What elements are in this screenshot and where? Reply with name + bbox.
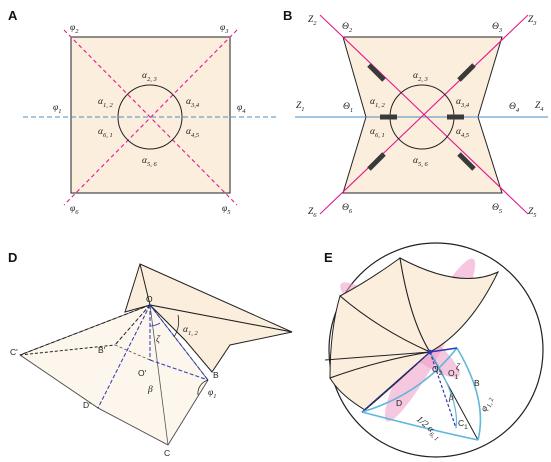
panel-a-phi1: φ1 xyxy=(53,103,62,115)
panel-b-z2: Z2 xyxy=(308,15,317,27)
panel-e-tile-lower-left xyxy=(329,351,432,411)
panel-a-alpha34: α3,4 xyxy=(186,97,200,109)
panel-e-segment-c xyxy=(429,351,457,429)
panel-a-phi6: φ6 xyxy=(70,204,79,216)
panel-e-arc-c xyxy=(361,411,479,441)
panel-b-label: B xyxy=(283,8,292,23)
panel-b-theta3: Θ3 xyxy=(492,22,503,34)
panel-d-edge-c-d xyxy=(19,354,99,409)
panel-b-theta2: Θ2 xyxy=(342,22,353,34)
panel-d-dash-o-b xyxy=(149,304,209,381)
panel-d-point-o-prime: O' xyxy=(138,368,147,378)
panel-a-alpha56: α5, 6 xyxy=(142,156,158,168)
panel-d-alpha12: α1, 2 xyxy=(183,325,199,337)
panel-b-z5: Z5 xyxy=(528,207,537,219)
panel-b-alpha56: α5, 6 xyxy=(413,156,429,168)
panel-b-bar-upper-right xyxy=(457,63,476,82)
panel-d-dash-o-prime-b xyxy=(149,359,209,381)
panel-b-bar-lower-right xyxy=(457,152,476,171)
panel-e-tile-right xyxy=(399,257,500,353)
panel-d-label: D xyxy=(8,250,17,265)
panel-b-alpha61: α6, 1 xyxy=(370,127,385,139)
panel-b-alpha12: α1, 2 xyxy=(370,97,386,109)
panel-d-upper-edge xyxy=(139,263,151,306)
panel-b-z1: Z1 xyxy=(296,101,305,113)
panel-e-zeta: ζ xyxy=(456,362,461,373)
panel-e-arc-inner xyxy=(429,351,458,429)
panel-e-segment-o xyxy=(429,347,458,353)
panel-d-phi1: φ1 xyxy=(208,388,217,400)
panel-d-point-c-prime: C' xyxy=(10,347,18,357)
panel-a-phi3: φ3 xyxy=(220,23,229,35)
panel-d-point-o: O xyxy=(146,294,153,304)
panel-b-alpha23: α2, 3 xyxy=(413,71,429,83)
panel-a-alpha12: α1, 2 xyxy=(98,97,114,109)
panel-e: E O2 O1 B D C1 ζ β φ1, 2 1/2 α6, 1 xyxy=(324,242,544,458)
panel-b-bar-upper-left xyxy=(367,63,386,82)
panel-e-label: E xyxy=(324,250,333,265)
panel-b-z6: Z6 xyxy=(308,207,317,219)
panel-e-point-c1: C1 xyxy=(458,418,468,431)
panel-d-beta: β xyxy=(147,385,153,395)
panel-d-edge-o-c xyxy=(149,304,169,446)
panel-e-phi12: φ1, 2 xyxy=(479,395,495,414)
panel-d-dash-o-c-prime xyxy=(19,304,151,356)
panel-a-circle xyxy=(117,84,183,150)
panel-e-beta: β xyxy=(448,393,454,403)
panel-d-point-d-prime: D' xyxy=(83,400,91,410)
panel-a-axis-phi3-phi6 xyxy=(63,29,238,206)
panel-d-edge-b-c xyxy=(167,379,209,446)
panel-e-arc-b xyxy=(456,347,482,441)
panel-e-segment-d xyxy=(361,351,431,413)
panel-d-dash-b-prime-c-prime xyxy=(19,344,116,356)
panel-d-zeta-arc xyxy=(149,322,161,327)
panel-d-edge-d-c xyxy=(97,407,169,446)
panel-a: A φ2 φ3 φ1 φ4 φ6 φ5 α2, 3 α1, 2 α3,4 α6,… xyxy=(8,8,278,216)
panel-a-phi4: φ4 xyxy=(237,103,246,115)
panel-d-point-c: C xyxy=(164,448,170,458)
panel-a-alpha61: α6, 1 xyxy=(98,127,113,139)
panel-b-z3: Z3 xyxy=(528,15,537,27)
panel-a-alpha45: α4,5 xyxy=(186,127,200,139)
panel-b-alpha34: α3,4 xyxy=(456,97,470,109)
panel-d-point-b-prime: B' xyxy=(98,345,106,355)
panel-e-point-d: D xyxy=(396,398,402,408)
panel-d-phi-arc xyxy=(197,379,209,396)
panel-b-theta4: Θ4 xyxy=(509,102,520,114)
panel-e-edge-1 xyxy=(324,351,431,361)
panel-b-alpha45: α4,5 xyxy=(456,127,470,139)
panel-b-z4: Z4 xyxy=(535,101,544,113)
panel-d: D O B' C' O' D' B C ζ β α1, 2 φ1 xyxy=(8,250,293,458)
panel-a-phi2: φ2 xyxy=(70,23,79,35)
panel-e-center-point xyxy=(427,349,433,355)
panel-a-alpha23: α2, 3 xyxy=(142,71,158,83)
panel-a-axis-phi2-phi5 xyxy=(63,29,238,206)
panel-b-theta6: Θ6 xyxy=(342,203,353,215)
panel-b-theta1: Θ1 xyxy=(343,102,353,114)
panel-b-bar-lower-left xyxy=(367,152,386,171)
panel-d-point-b: B xyxy=(213,370,219,380)
panel-e-point-o2: O2 xyxy=(432,364,443,377)
panel-e-point-o1: O1 xyxy=(448,368,459,381)
panel-d-right-flap xyxy=(148,304,293,373)
panel-d-dash-o-d-prime xyxy=(97,304,151,409)
panel-d-alpha-arc xyxy=(173,314,179,338)
panel-b-axis-z3-z6 xyxy=(319,14,529,215)
panel-d-dash-b-prime-o-prime xyxy=(114,344,151,361)
panel-b: B Z2 Z3 Z1 Z4 Z6 Z5 Θ2 Θ3 Θ1 Θ4 Θ6 Θ5 α2… xyxy=(283,8,548,219)
panel-e-point-b: B xyxy=(474,378,480,388)
panel-d-zeta: ζ xyxy=(156,334,161,345)
panel-e-arc-d xyxy=(361,347,458,413)
panel-d-dash-o-b-prime xyxy=(114,304,151,346)
panel-b-theta5: Θ5 xyxy=(492,203,503,215)
panel-a-phi5: φ5 xyxy=(222,204,231,216)
panel-a-label: A xyxy=(8,8,18,23)
panel-a-square xyxy=(70,36,231,194)
